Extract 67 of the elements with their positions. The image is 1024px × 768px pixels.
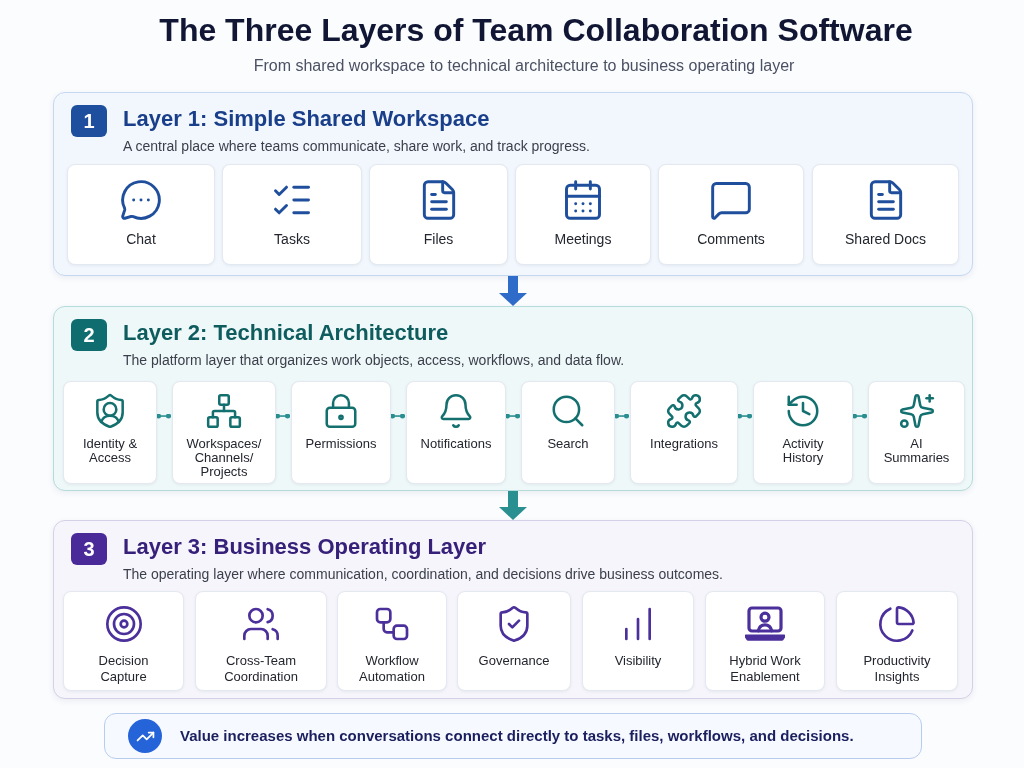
layer-panel	[53, 92, 973, 276]
feature-card	[369, 164, 508, 265]
feature-card	[457, 591, 571, 691]
layer-panel	[53, 520, 973, 699]
feature-card	[521, 381, 615, 484]
layer-heading: Layer 3: Business Operating Layer	[123, 533, 487, 561]
step-number: 1	[71, 105, 107, 137]
layer-description: The operating layer where communication, coordination, and decisions drive business outcomes.	[123, 565, 723, 583]
card-label: Productivity Insights	[862, 653, 932, 685]
feature-card	[836, 591, 958, 691]
feature-card	[172, 381, 276, 484]
card-label: Notifications	[420, 437, 492, 451]
feature-card	[868, 381, 965, 484]
feature-card	[705, 591, 825, 691]
subtitle: From shared workspace to technical architecture to business operating layer	[252, 56, 796, 76]
connector-line	[613, 413, 630, 419]
feature-card	[195, 591, 327, 691]
card-label: Visibility	[614, 653, 662, 669]
connector-line	[736, 413, 753, 419]
feature-card	[406, 381, 506, 484]
card-label: Files	[423, 231, 454, 247]
feature-card	[658, 164, 804, 265]
feature-card	[582, 591, 694, 691]
card-label: Shared Docs	[845, 231, 926, 247]
layer-description: The platform layer that organizes work objects, access, workflows, and data flow.	[123, 351, 625, 369]
card-label: Identity & Access	[81, 437, 139, 465]
card-label: Activity History	[781, 437, 825, 465]
card-label: Permissions	[305, 437, 377, 451]
card-label: Workflow Automation	[358, 653, 426, 685]
card-label: Workspaces/ Channels/ Projects	[185, 437, 263, 479]
layer-description: A central place where teams communicate, share work, and track progress.	[123, 137, 590, 155]
card-label: Search	[547, 437, 589, 451]
title: The Three Layers of Team Collaboration Software	[158, 11, 914, 50]
feature-card	[812, 164, 959, 265]
feature-card	[63, 381, 157, 484]
feature-card	[63, 591, 184, 691]
card-label: Decision Capture	[97, 653, 150, 685]
feature-card	[337, 591, 447, 691]
connector-line	[504, 413, 521, 419]
card-label: Comments	[697, 231, 765, 247]
flow-arrow	[499, 491, 527, 520]
feature-card	[222, 164, 362, 265]
card-label: Chat	[126, 231, 156, 247]
card-label: Meetings	[554, 231, 612, 247]
feature-card	[753, 381, 853, 484]
card-label: AI Summaries	[882, 437, 951, 465]
feature-card	[515, 164, 651, 265]
card-label: Governance	[478, 653, 550, 669]
layer-heading: Layer 2: Technical Architecture	[123, 319, 449, 347]
step-number: 3	[71, 533, 107, 565]
connector-line	[389, 413, 406, 419]
feature-card	[67, 164, 215, 265]
callout-banner	[104, 713, 922, 759]
card-label: Integrations	[650, 437, 718, 451]
card-label: Cross-Team Coordination	[223, 653, 299, 685]
step-number: 2	[71, 319, 107, 351]
card-label: Hybrid Work Enablement	[728, 653, 802, 685]
layer-panel	[53, 306, 973, 491]
feature-card	[630, 381, 738, 484]
connector-line	[274, 413, 291, 419]
connector-line	[155, 413, 172, 419]
feature-card	[291, 381, 391, 484]
flow-arrow	[499, 276, 527, 306]
connector-line	[851, 413, 868, 419]
layer-heading: Layer 1: Simple Shared Workspace	[123, 105, 490, 133]
card-label: Tasks	[274, 231, 310, 247]
banner-text: Value increases when conversations connect directly to tasks, files, workflows, and decisions.	[180, 726, 854, 746]
